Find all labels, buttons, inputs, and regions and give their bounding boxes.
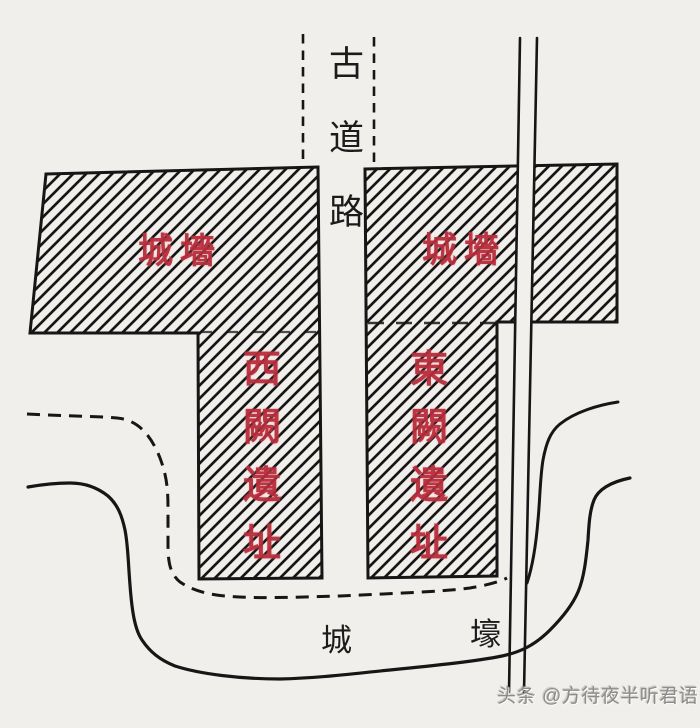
moat-inner-edge-line-right xyxy=(525,400,620,585)
west-que-char-2: 闕 xyxy=(243,407,282,449)
city-wall-left-label: 城墻 xyxy=(138,232,223,271)
modern-road-line-right xyxy=(522,36,539,694)
west-que-char-1: 西 xyxy=(243,349,282,391)
east-wall-and-east-que-block xyxy=(363,162,619,580)
modern-road-line-left xyxy=(507,36,522,694)
modern-road-stripe xyxy=(509,38,537,692)
east-que-char-4: 址 xyxy=(410,523,449,565)
watermark-handle: @方待夜半听君语 xyxy=(542,686,699,707)
west-wall-and-west-que-block xyxy=(28,165,324,581)
west-que-char-3: 遺 xyxy=(243,465,282,507)
ancient-road-char-2: 道 xyxy=(329,119,365,158)
ancient-road-char-3: 路 xyxy=(329,193,365,232)
east-que-char-3: 遺 xyxy=(410,465,449,507)
moat-label-char-hao: 壕 xyxy=(470,617,501,652)
city-wall-right-label: 城墻 xyxy=(422,231,507,270)
east-que-char-2: 闕 xyxy=(410,407,449,449)
watermark-brand: 头条 xyxy=(497,686,537,707)
west-que-label: 西 闕 遺 址 xyxy=(243,351,281,563)
east-que-char-1: 東 xyxy=(410,349,449,391)
moat-label-char-cheng: 城 xyxy=(321,623,352,658)
moat-inner-edge-dashed-line xyxy=(26,412,508,600)
ancient-road-char-1: 古 xyxy=(329,45,365,84)
west-que-char-4: 址 xyxy=(243,523,282,565)
ancient-road-label: 古 道 路 xyxy=(329,47,364,230)
east-que-label: 東 闕 遺 址 xyxy=(410,351,448,563)
moat-outer-edge-line xyxy=(26,476,632,681)
watermark: 头条 @方待夜半听君语 xyxy=(497,687,698,706)
